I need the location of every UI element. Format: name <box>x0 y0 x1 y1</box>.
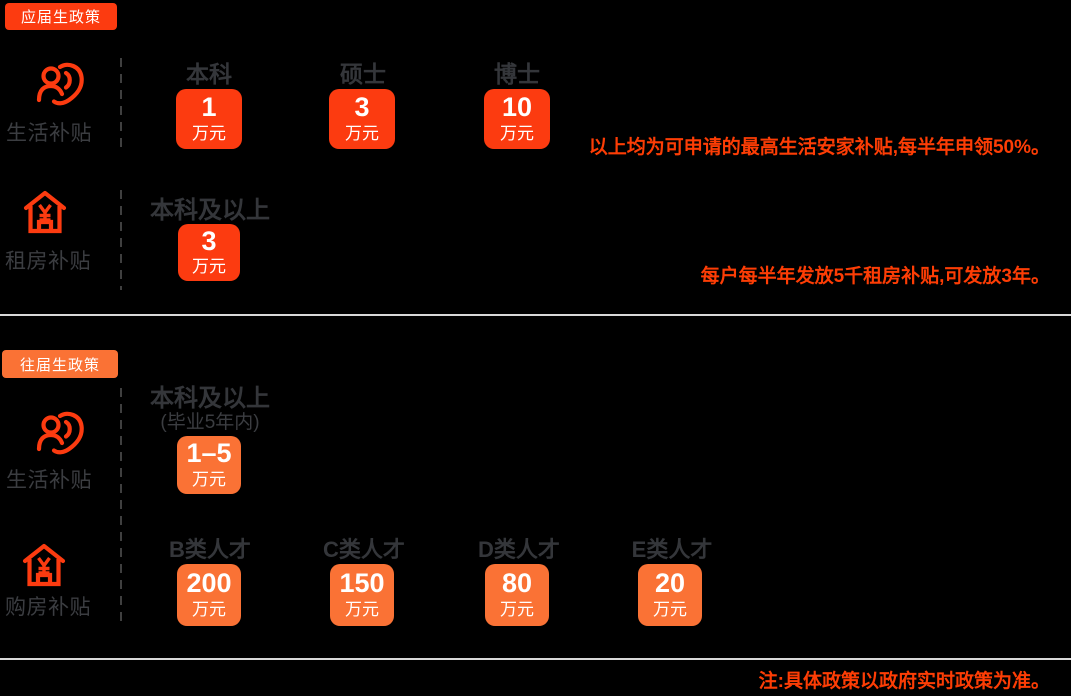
talent-header-b: B类人才 <box>169 537 251 562</box>
talent-header-d: D类人才 <box>478 537 560 562</box>
talent-header-c: C类人才 <box>323 537 405 562</box>
amount-badge: 150 万元 <box>330 564 394 626</box>
amount-unit: 万元 <box>500 123 534 143</box>
amount-value: 3 <box>354 92 370 123</box>
footer-divider <box>0 658 1071 660</box>
amount-value: 200 <box>186 568 232 599</box>
amount-badge: 3 万元 <box>329 89 395 149</box>
amount-badge: 10 万元 <box>484 89 550 149</box>
degree-header-bachelor-above: 本科及以上 <box>150 197 270 224</box>
house-yen-icon <box>23 189 67 235</box>
section2-badge: 往届生政策 <box>2 350 118 378</box>
living-subsidy-note: 以上均为可申请的最高生活安家补贴,每半年申领50%。 <box>588 137 1050 158</box>
row-label-living-subsidy: 生活补贴 <box>6 469 92 492</box>
footer-disclaimer: 注:具体政策以政府实时政策为准。 <box>758 671 1050 692</box>
section-divider <box>0 314 1071 316</box>
rent-subsidy-note: 每户每半年发放5千租房补贴,可发放3年。 <box>700 266 1050 287</box>
section1-badge: 应届生政策 <box>5 3 117 30</box>
amount-value: 10 <box>501 92 533 123</box>
amount-unit: 万元 <box>192 123 226 143</box>
amount-value: 20 <box>654 568 686 599</box>
house-yen-icon <box>22 542 66 588</box>
amount-value: 80 <box>501 568 533 599</box>
amount-badge: 20 万元 <box>638 564 702 626</box>
amount-unit: 万元 <box>192 469 226 489</box>
dashed-separator <box>120 388 122 628</box>
amount-unit: 万元 <box>345 123 379 143</box>
talent-header-e: E类人才 <box>631 537 713 562</box>
amount-badge: 1 万元 <box>176 89 242 149</box>
degree-subheader-within5years: (毕业5年内) <box>160 412 260 433</box>
amount-badge: 200 万元 <box>177 564 241 626</box>
row-label-living-subsidy: 生活补贴 <box>6 122 92 145</box>
amount-unit: 万元 <box>653 599 687 619</box>
amount-unit: 万元 <box>192 257 226 277</box>
degree-header-bachelor-above: 本科及以上 <box>150 385 270 412</box>
amount-badge: 3 万元 <box>178 224 240 281</box>
dashed-separator <box>120 190 122 290</box>
amount-value: 150 <box>339 568 385 599</box>
amount-badge: 1–5 万元 <box>177 436 241 494</box>
amount-value: 1 <box>201 92 217 123</box>
degree-header-bachelor: 本科 <box>186 61 232 87</box>
people-care-icon <box>35 411 85 461</box>
row-label-rent-subsidy: 租房补贴 <box>5 250 91 273</box>
amount-unit: 万元 <box>192 599 226 619</box>
amount-value: 1–5 <box>186 438 232 469</box>
row-label-purchase-subsidy: 购房补贴 <box>5 596 91 619</box>
degree-header-phd: 博士 <box>494 61 540 87</box>
amount-unit: 万元 <box>345 599 379 619</box>
degree-header-master: 硕士 <box>340 61 386 87</box>
people-care-icon <box>35 62 85 112</box>
amount-value: 3 <box>201 225 217 256</box>
amount-badge: 80 万元 <box>485 564 549 626</box>
dashed-separator <box>120 58 122 148</box>
amount-unit: 万元 <box>500 599 534 619</box>
